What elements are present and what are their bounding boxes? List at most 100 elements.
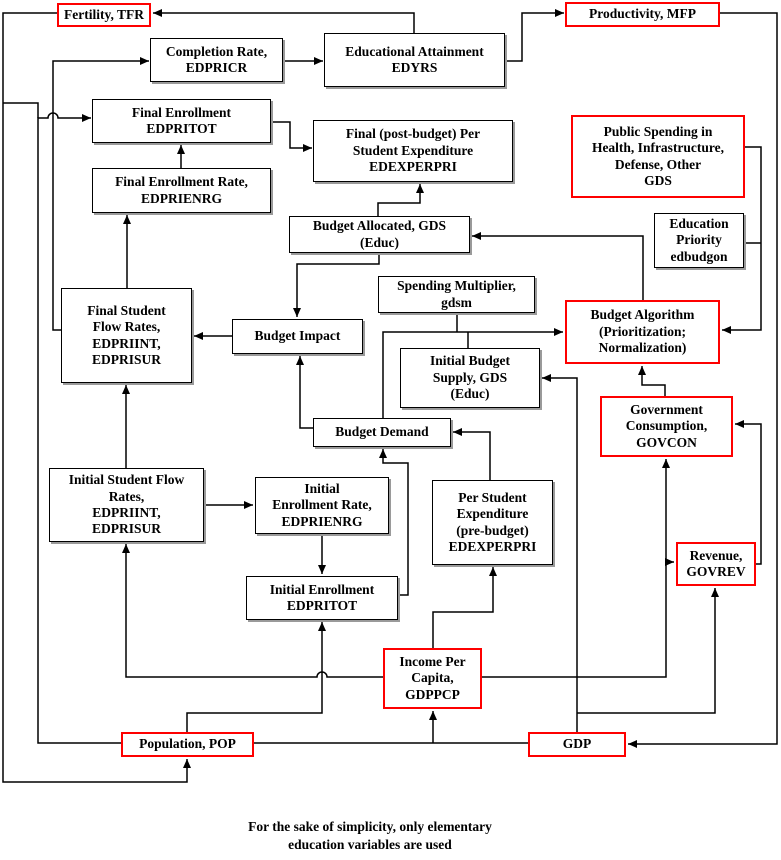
node-label-line: Flow Rates, bbox=[92, 319, 161, 335]
arrowhead-govcon-to-algorithm bbox=[638, 366, 646, 375]
arrowhead-attainment-to-productivity bbox=[555, 9, 564, 17]
arrowhead-productivity-to-gdp bbox=[628, 740, 637, 748]
arrowhead-public-spending-to-algorithm bbox=[722, 326, 731, 334]
arrowhead-attainment-to-fertility bbox=[153, 9, 162, 17]
arrowhead-algorithm-to-budget-allocated bbox=[472, 232, 481, 240]
node-label-line: gdsm bbox=[441, 294, 472, 310]
connector-per-student-expenditure-to-demand bbox=[453, 431, 491, 480]
arrowhead-income-to-per-student-expenditure bbox=[489, 567, 497, 576]
node-label-line: EDPRITOT bbox=[286, 598, 358, 613]
node-label-line: edbudgon bbox=[670, 248, 728, 264]
connector-fertility-branch-stub bbox=[3, 102, 39, 118]
node-label-line: Budget Algorithm bbox=[590, 307, 695, 323]
node-label-line: Spending Multiplier, bbox=[397, 278, 516, 294]
connector-flow-rates-to-completion-rate bbox=[52, 60, 149, 331]
node-fertility-tfr: Fertility, TFR bbox=[57, 3, 151, 27]
node-label-line: Education bbox=[669, 215, 729, 231]
node-label-line: Consumption, bbox=[625, 418, 708, 434]
arrowhead-impact-to-final-flow-rates bbox=[194, 332, 203, 340]
node-label-line: EDPRISUR bbox=[91, 521, 161, 537]
arrowhead-income-to-govcon bbox=[662, 459, 670, 468]
arrowhead-revenue-to-govcon bbox=[735, 420, 744, 428]
node-label-line: Initial Student Flow bbox=[68, 472, 185, 488]
node-label-line: GOVCON bbox=[636, 434, 697, 450]
node-label-line: Budget Allocated, GDS bbox=[312, 218, 447, 234]
node-budget-algorithm: Budget Algorithm(Prioritization;Normaliz… bbox=[565, 300, 720, 364]
node-label-line: Initial Budget bbox=[430, 353, 510, 369]
node-label-line: EDYRS bbox=[391, 60, 438, 75]
arrowhead-initial-to-final-flow-rates bbox=[122, 385, 130, 394]
node-label-line: Budget Impact bbox=[254, 328, 341, 344]
node-budget-impact: Budget Impact bbox=[232, 319, 363, 354]
connector-revenue-to-govcon bbox=[735, 423, 762, 565]
node-label-line: Initial Enrollment bbox=[269, 581, 375, 597]
connector-budget-allocated-to-final-pse bbox=[377, 184, 421, 216]
connector-income-to-govcon bbox=[482, 459, 667, 678]
node-label-line: (Educ) bbox=[359, 234, 399, 250]
connector-population-to-initial-enrollment bbox=[186, 622, 323, 732]
node-label-line: (pre-budget) bbox=[456, 522, 529, 538]
arrowhead-initial-flow-to-initial-enrollment-rate bbox=[244, 501, 253, 509]
arrowhead-initial-enrollment-to-demand bbox=[379, 449, 387, 458]
node-label-line: Income Per bbox=[399, 653, 466, 669]
connector-govcon-to-algorithm bbox=[641, 366, 666, 396]
node-label-line: Final Enrollment bbox=[131, 104, 232, 120]
arrowhead-demand-to-algorithm bbox=[554, 328, 563, 336]
arrowhead-flow-rates-to-enrollment-rate bbox=[123, 215, 131, 224]
node-label-line: EDPRIENRG bbox=[281, 513, 363, 529]
node-gdp: GDP bbox=[528, 732, 626, 757]
node-label-line: Student Expenditure bbox=[352, 142, 474, 158]
node-label-line: Per Student bbox=[458, 489, 527, 505]
node-label-line: EDPRICR bbox=[185, 60, 248, 75]
node-label-line: Budget Demand bbox=[335, 424, 429, 440]
connector-income-to-per-student-expenditure bbox=[432, 567, 494, 648]
connector-algorithm-to-budget-allocated bbox=[472, 235, 644, 300]
connector-income-to-initial-flow-rates bbox=[125, 544, 383, 678]
node-label-line: GDS bbox=[644, 172, 672, 188]
node-label-line: EDEXPERPRI bbox=[448, 538, 537, 554]
arrowhead-income-to-revenue-stub bbox=[665, 558, 674, 566]
node-label-line: Expenditure bbox=[456, 506, 529, 522]
node-label-line: Capita, bbox=[411, 670, 454, 686]
node-label-line: EDPRISUR bbox=[91, 351, 161, 367]
arrowhead-trunk-to-income-per-capita bbox=[429, 711, 437, 720]
diagram-caption: For the sake of simplicity, only element… bbox=[180, 818, 560, 854]
arrowhead-gdp-to-initial-budget-supply bbox=[542, 374, 551, 382]
connector-fertility-to-population bbox=[2, 12, 188, 783]
arrowhead-per-student-expenditure-to-demand bbox=[453, 428, 462, 436]
node-label-line: Fertility, TFR bbox=[64, 6, 144, 22]
node-productivity-mfp: Productivity, MFP bbox=[565, 2, 720, 27]
arrowhead-initial-rate-to-initial-enrollment bbox=[318, 565, 326, 574]
arrowhead-population-to-initial-enrollment bbox=[318, 622, 326, 631]
node-label-line: Completion Rate, bbox=[165, 43, 268, 59]
node-label-line: Rates, bbox=[108, 488, 145, 504]
connector-population-to-final-enrollment bbox=[37, 112, 121, 744]
node-label-line: Public Spending in bbox=[603, 123, 713, 139]
arrowhead-fertility-to-population bbox=[183, 759, 191, 768]
node-population-pop: Population, POP bbox=[121, 732, 254, 757]
node-label-line: Revenue, bbox=[689, 547, 743, 563]
node-label-line: Final Student bbox=[87, 302, 166, 318]
node-completion-rate: Completion Rate,EDPRICR bbox=[150, 38, 283, 82]
node-label-line: EDPRIENRG bbox=[140, 190, 222, 206]
node-revenue-govrev: Revenue,GOVREV bbox=[676, 542, 756, 586]
node-label-line: Normalization) bbox=[598, 340, 687, 356]
arrowhead-income-to-initial-flow-rates bbox=[122, 544, 130, 553]
connector-final-enrollment-to-final-pse bbox=[271, 121, 312, 149]
node-label-line: EDEXPERPRI bbox=[369, 159, 457, 175]
node-label-line: Population, POP bbox=[139, 736, 236, 752]
node-label-line: EDPRITOT bbox=[146, 121, 217, 136]
node-label-line: Final (post-budget) Per bbox=[345, 126, 481, 142]
